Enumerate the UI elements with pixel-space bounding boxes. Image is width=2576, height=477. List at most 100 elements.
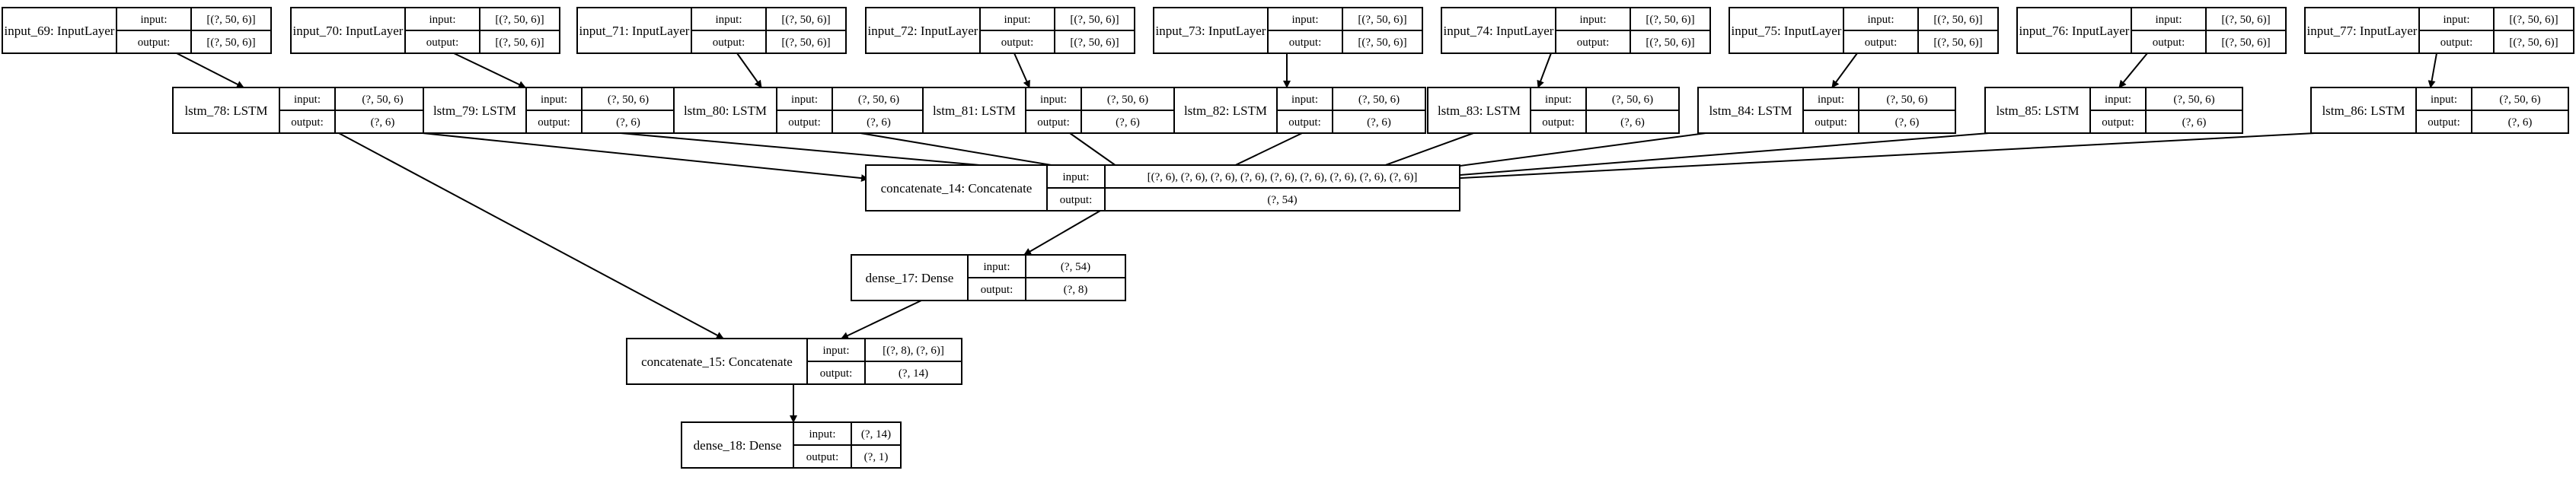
input-port-label: input: bbox=[822, 345, 849, 357]
node-name: input_71: InputLayer bbox=[579, 24, 690, 38]
output-shape: (?, 6) bbox=[1895, 116, 1920, 129]
output-port-label: output: bbox=[1865, 37, 1898, 49]
node-lstm_83: lstm_83: LSTM input: output: (?, 50, 6) (?, … bbox=[1427, 87, 1680, 134]
output-shape: [(?, 50, 6)] bbox=[1070, 37, 1119, 49]
input-port-label: input: bbox=[1867, 14, 1894, 26]
input-shape: [(?, 50, 6)] bbox=[495, 14, 544, 26]
output-shape: (?, 6) bbox=[371, 116, 395, 129]
output-shape: (?, 6) bbox=[2508, 116, 2533, 129]
input-port-label: input: bbox=[541, 94, 567, 106]
input-port-label: input: bbox=[140, 14, 167, 26]
output-port-label: output: bbox=[981, 284, 1013, 296]
output-port-label: output: bbox=[2440, 37, 2473, 49]
node-name: input_77: InputLayer bbox=[2307, 24, 2418, 38]
output-shape: (?, 14) bbox=[899, 367, 928, 380]
node-name: input_73: InputLayer bbox=[1156, 24, 1266, 38]
output-shape: (?, 6) bbox=[1620, 116, 1645, 129]
node-name: input_74: InputLayer bbox=[1444, 24, 1554, 38]
node-name: input_76: InputLayer bbox=[2019, 24, 2130, 38]
input-shape: (?, 50, 6) bbox=[1612, 94, 1653, 106]
edge-dense_17-to-concatenate_15 bbox=[841, 300, 922, 339]
output-shape: [(?, 50, 6)] bbox=[495, 37, 544, 49]
input-shape: [(?, 50, 6)] bbox=[206, 14, 255, 26]
output-shape: [(?, 50, 6)] bbox=[1358, 37, 1406, 49]
input-port-label: input: bbox=[1040, 94, 1067, 106]
node-name: lstm_80: LSTM bbox=[684, 103, 767, 118]
input-shape: [(?, 50, 6)] bbox=[1070, 14, 1119, 26]
node-name: lstm_86: LSTM bbox=[2322, 103, 2405, 118]
edge-input_71-to-lstm_80 bbox=[736, 52, 762, 88]
output-port-label: output: bbox=[1288, 116, 1321, 129]
input-port-label: input: bbox=[1545, 94, 1572, 106]
node-concatenate_14: concatenate_14: Concatenateinput:output:… bbox=[865, 164, 1460, 211]
output-port-label: output: bbox=[2102, 116, 2134, 129]
output-shape: (?, 6) bbox=[1367, 116, 1391, 129]
input-shape: (?, 50, 6) bbox=[2499, 94, 2540, 106]
input-port-label: input: bbox=[429, 14, 455, 26]
output-shape: [(?, 50, 6)] bbox=[2221, 37, 2270, 49]
output-port-label: output: bbox=[138, 37, 171, 49]
input-shape: (?, 50, 6) bbox=[362, 94, 403, 106]
output-port-label: output: bbox=[291, 116, 324, 129]
node-name: concatenate_14: Concatenate bbox=[881, 181, 1033, 196]
input-shape: [(?, 50, 6)] bbox=[2221, 14, 2270, 26]
edge-concatenate_14-to-dense_17 bbox=[1023, 210, 1101, 256]
input-port-label: input: bbox=[1291, 14, 1318, 26]
input-port-label: input: bbox=[2431, 94, 2457, 106]
output-port-label: output: bbox=[1037, 116, 1070, 129]
node-lstm_81: lstm_81: LSTM input: output: (?, 50, 6) (?, … bbox=[922, 87, 1175, 134]
edge-lstm_86-to-concatenate_14 bbox=[1446, 132, 2316, 183]
output-shape: (?, 6) bbox=[2182, 116, 2207, 129]
output-port-label: output: bbox=[1577, 37, 1610, 49]
input-shape: (?, 50, 6) bbox=[1886, 94, 1927, 106]
node-name: concatenate_15: Concatenate bbox=[641, 355, 793, 369]
node-concatenate_15: concatenate_15: Concatenateinput:output:… bbox=[626, 338, 962, 385]
node-name: input_70: InputLayer bbox=[293, 24, 404, 38]
node-input_70: input_70: InputLayer input: output: [(?, 50… bbox=[290, 7, 560, 54]
output-port-label: output: bbox=[426, 37, 459, 49]
output-port-label: output: bbox=[1001, 37, 1034, 49]
node-name: lstm_81: LSTM bbox=[933, 103, 1016, 118]
input-port-label: input: bbox=[2155, 14, 2182, 26]
output-port-label: output: bbox=[2153, 37, 2185, 49]
edge-lstm_78-to-concatenate_15 bbox=[338, 132, 724, 339]
input-port-label: input: bbox=[1818, 94, 1844, 106]
edge-input_70-to-lstm_79 bbox=[453, 52, 526, 88]
output-shape: [(?, 50, 6)] bbox=[206, 37, 255, 49]
input-shape: [(?, 8), (?, 6)] bbox=[883, 345, 944, 357]
edge-input_77-to-lstm_86 bbox=[2428, 52, 2437, 88]
output-shape: [(?, 50, 6)] bbox=[781, 37, 830, 49]
output-port-label: output: bbox=[806, 451, 839, 463]
input-shape: [(?, 50, 6)] bbox=[1358, 14, 1406, 26]
input-port-label: input: bbox=[791, 94, 818, 106]
output-port-label: output: bbox=[1542, 116, 1575, 129]
input-shape: (?, 50, 6) bbox=[1358, 94, 1400, 106]
output-shape: (?, 6) bbox=[867, 116, 891, 129]
edge-input_74-to-lstm_83 bbox=[1537, 52, 1552, 88]
output-shape: (?, 6) bbox=[1116, 116, 1140, 129]
edge-lstm_85-to-concatenate_14 bbox=[1412, 132, 1990, 183]
input-shape: (?, 50, 6) bbox=[608, 94, 649, 106]
output-port-label: output: bbox=[713, 37, 745, 49]
node-name: lstm_83: LSTM bbox=[1438, 103, 1521, 118]
input-shape: (?, 54) bbox=[1061, 261, 1090, 273]
input-shape: (?, 50, 6) bbox=[1107, 94, 1148, 106]
edge-input_69-to-lstm_78 bbox=[176, 52, 244, 88]
node-name: lstm_78: LSTM bbox=[184, 103, 267, 118]
input-shape: (?, 14) bbox=[861, 428, 891, 440]
input-shape: [(?, 50, 6)] bbox=[781, 14, 830, 26]
node-name: lstm_79: LSTM bbox=[433, 103, 516, 118]
